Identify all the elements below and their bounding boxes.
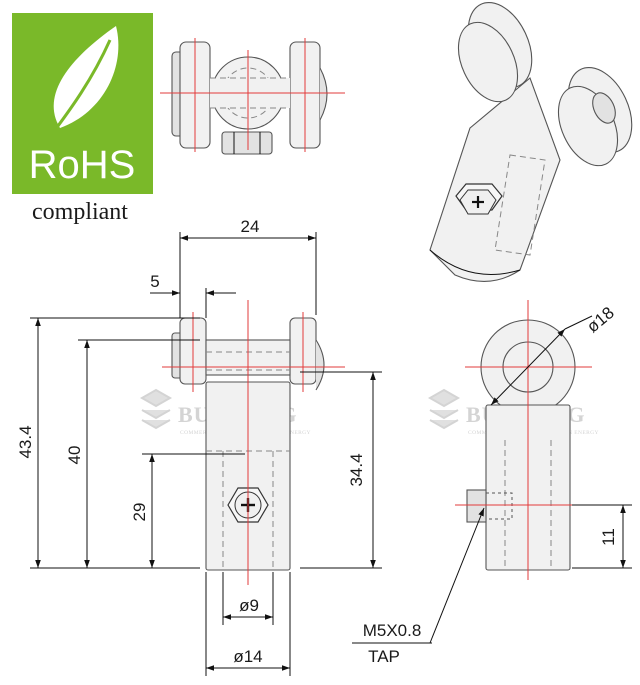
tap-callout: M5X0.8 TAP — [352, 507, 485, 666]
isometric-view — [429, 1, 633, 282]
dim-40-label: 40 — [65, 446, 84, 465]
tap-spec-line1: M5X0.8 — [363, 621, 422, 640]
dim-o14-label: ø14 — [233, 647, 262, 666]
dim-34-4-label: 34.4 — [347, 453, 366, 486]
compliant-caption: compliant — [32, 199, 128, 225]
dim-o18-label: ø18 — [583, 303, 618, 336]
dim-height-overall: 43.4 — [16, 317, 200, 569]
rohs-label: RoHS — [29, 143, 136, 187]
dim-height-from-screw: 34.4 — [300, 371, 382, 569]
front-view — [162, 300, 345, 585]
dim-slot-width: 5 — [150, 272, 236, 318]
leaf-icon — [50, 26, 119, 135]
dim-o9-label: ø9 — [239, 596, 259, 615]
dim-29-label: 29 — [130, 503, 149, 522]
dim-tap-height: 11 — [572, 504, 632, 569]
dim-bore-diameter: ø9 — [222, 572, 274, 625]
side-view — [455, 300, 592, 580]
dim-5-label: 5 — [150, 272, 159, 291]
rohs-badge: RoHS compliant — [12, 13, 153, 225]
dim-height-to-center: 40 — [65, 339, 200, 568]
dim-screw-height: 29 — [130, 453, 245, 568]
dim-24-label: 24 — [241, 217, 260, 236]
dim-11-label: 11 — [599, 528, 618, 546]
dim-43-4-label: 43.4 — [16, 425, 35, 458]
top-view — [160, 38, 345, 155]
tap-spec-line2: TAP — [368, 647, 400, 666]
dim-body-diameter: ø14 — [205, 572, 291, 676]
